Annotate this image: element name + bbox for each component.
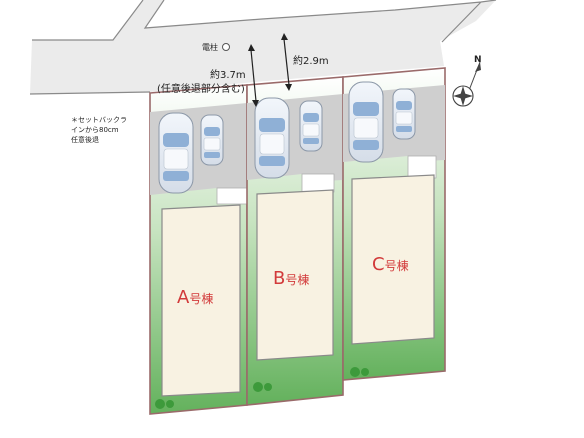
tree-icon	[166, 400, 174, 408]
car-a-1	[158, 112, 194, 194]
setback-note-line1: ＊セットバックラ	[71, 116, 127, 124]
width-main-note: (任意後退部分含む)	[157, 82, 245, 95]
compass-rose-icon	[452, 61, 481, 107]
width-road-label: 約2.9m	[293, 54, 329, 67]
tree-icon	[155, 399, 165, 409]
building-c	[351, 174, 435, 345]
lot-b	[246, 76, 344, 406]
car-c-1	[348, 81, 384, 163]
road-edge-top	[32, 0, 497, 43]
setback-note-line3: 任意後退	[71, 135, 99, 144]
lot-c	[342, 67, 446, 381]
building-a	[161, 204, 241, 397]
lot-c-label: C号棟	[372, 254, 409, 275]
dimension-arrow-main	[248, 44, 259, 107]
lot-a-label: A号棟	[177, 287, 213, 308]
car-a-2	[200, 114, 224, 166]
utility-pole-label: 電柱	[202, 42, 218, 52]
lot-b-label: B号棟	[273, 268, 309, 289]
north-label: N	[474, 55, 482, 65]
road-edge-bottom	[29, 91, 151, 95]
car-c-2	[392, 88, 416, 140]
dimension-arrow-road	[281, 33, 292, 91]
setback-note-line2: インから80cm	[71, 126, 119, 134]
car-b-1	[254, 97, 290, 179]
tree-icon	[264, 383, 272, 391]
building-b	[256, 189, 334, 361]
road-area	[30, 0, 496, 94]
lot-a	[149, 84, 248, 415]
width-main-value: 約3.7m	[210, 68, 246, 81]
car-b-2	[299, 100, 323, 152]
tree-icon	[350, 367, 360, 377]
tree-icon	[253, 382, 263, 392]
tree-icon	[361, 368, 369, 376]
utility-pole-icon	[222, 43, 230, 51]
